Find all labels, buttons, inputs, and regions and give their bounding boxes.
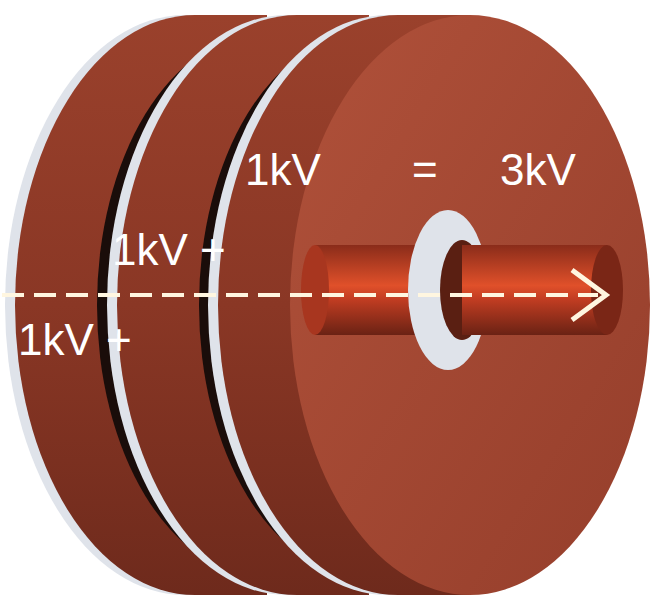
front-face (290, 15, 650, 595)
dashed-arrow (2, 293, 598, 297)
voltage-label: 1kV + (18, 318, 132, 362)
voltage-label: = (412, 148, 438, 192)
voltage-label: 1kV (245, 148, 321, 192)
voltage-label: 3kV (500, 148, 576, 192)
voltage-label: 1kV + (112, 228, 226, 272)
rod-end (301, 245, 329, 335)
rod (462, 245, 607, 335)
arrow-head (572, 270, 606, 320)
